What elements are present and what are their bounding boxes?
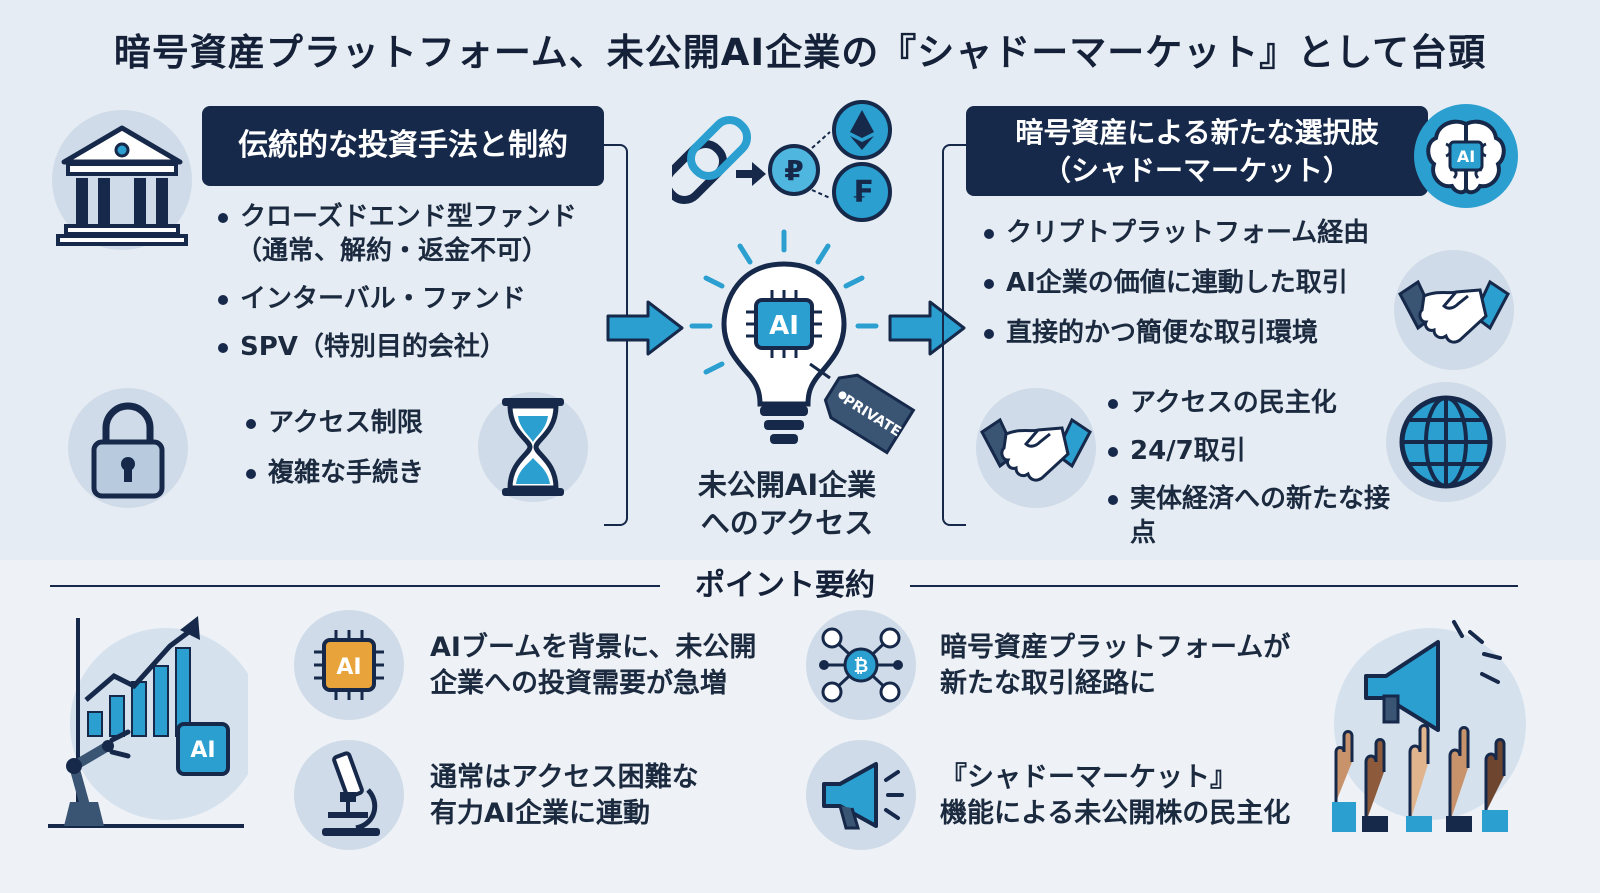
summary-section-background — [0, 560, 1600, 893]
summary-point-line1: AIブームを背景に、未公開 — [430, 632, 757, 663]
center-caption-line2: へのアクセス — [700, 506, 874, 540]
center-caption: 未公開AI企業 へのアクセス — [672, 466, 902, 542]
summary-point: 暗号資産プラットフォームが 新たな取引経路に — [940, 630, 1320, 702]
list-item-label: アクセスの民主化 — [1130, 388, 1337, 418]
ai-badge-label: AI — [1457, 147, 1475, 166]
microscope-icon — [322, 751, 380, 836]
summary-chip-label: AI — [190, 738, 215, 763]
lock-icon — [91, 402, 165, 499]
crypto-alternative-header: 暗号資産による新たな選択肢 （シャドーマーケット） — [966, 106, 1428, 196]
chain-link-icon — [672, 115, 752, 205]
ai-chip-icon: AI — [314, 630, 384, 700]
list-item-label: クローズドエンド型ファンド — [240, 202, 577, 232]
lock-icon-circle — [68, 388, 188, 508]
list-item-label: 24/7取引 — [1130, 436, 1246, 466]
crypto-alternative-list: クリプトプラットフォーム経由 AI企業の価値に連動した取引 直接的かつ簡便な取引… — [980, 216, 1400, 350]
arrow-right-icon — [606, 300, 684, 356]
small-arrow-icon — [736, 162, 766, 186]
crypto-network-icon: ₿ — [819, 627, 903, 703]
constraints-list: アクセス制限 複雑な手続き — [242, 406, 472, 490]
ai-brain-badge: AI — [1414, 104, 1518, 208]
ethereum-coin-icon — [832, 100, 892, 160]
arrow-right-icon — [888, 300, 966, 356]
summary-point-line2: 機能による未公開株の民主化 — [940, 798, 1291, 829]
currency-coin-icon: ₣ — [832, 162, 892, 222]
lightbulb-ai-icon: AI PRIVATE — [689, 229, 916, 455]
ai-chip-icon-circle: AI — [294, 610, 404, 720]
crypto-alternative-header-line2: （シャドーマーケット） — [1042, 154, 1351, 187]
list-item-label: クリプトプラットフォーム経由 — [1006, 218, 1370, 248]
handshake-icon-circle — [976, 388, 1096, 508]
summary-point-line1: 『シャドーマーケット』 — [940, 762, 1237, 793]
list-item-sublabel: （通常、解約・返金不可） — [236, 236, 549, 266]
summary-point-line2: 企業への投資需要が急増 — [430, 668, 727, 699]
center-caption-line1: 未公開AI企業 — [697, 468, 877, 502]
bank-icon — [56, 125, 188, 246]
list-item: SPV（特別目的会社） — [214, 330, 624, 364]
summary-point-line1: 暗号資産プラットフォームが — [940, 632, 1291, 663]
summary-divider-left — [50, 585, 660, 587]
list-item: クローズドエンド型ファンド （通常、解約・返金不可） — [214, 200, 624, 268]
list-item-label: 複雑な手続き — [268, 458, 425, 488]
summary-point-line2: 有力AI企業に連動 — [430, 798, 650, 829]
list-item: アクセスの民主化 — [1104, 386, 1414, 420]
globe-icon — [1399, 395, 1493, 489]
crowd-megaphone-icon — [1332, 620, 1526, 832]
handshake-icon — [980, 417, 1092, 482]
list-item-label: SPV（特別目的会社） — [240, 332, 506, 362]
list-item: AI企業の価値に連動した取引 — [980, 266, 1400, 300]
list-item-label: 直接的かつ簡便な取引環境 — [1006, 318, 1319, 348]
summary-divider-right — [910, 585, 1518, 587]
summary-point: 『シャドーマーケット』 機能による未公開株の民主化 — [940, 760, 1320, 832]
list-item: クリプトプラットフォーム経由 — [980, 216, 1400, 250]
growth-chart-robot-icon: AI — [48, 616, 248, 828]
traditional-methods-header: 伝統的な投資手法と制約 — [202, 106, 604, 186]
list-item: 24/7取引 — [1104, 434, 1414, 468]
list-item-label: インターバル・ファンド — [240, 284, 526, 314]
traditional-methods-list: クローズドエンド型ファンド （通常、解約・返金不可） インターバル・ファンド S… — [214, 200, 624, 364]
megaphone-icon — [822, 762, 904, 830]
handshake-icon-circle — [1394, 250, 1514, 370]
list-item: 実体経済への新たな接点 — [1104, 482, 1414, 550]
globe-icon-circle — [1386, 382, 1506, 502]
coin-icon: ₽ — [768, 144, 820, 196]
ai-chip-label: AI — [769, 311, 799, 341]
list-item: 直接的かつ簡便な取引環境 — [980, 316, 1400, 350]
svg-text:₽: ₽ — [784, 154, 803, 187]
list-item-label: アクセス制限 — [268, 408, 423, 438]
crypto-chain-icons: ₽ ₣ — [672, 100, 892, 222]
crypto-alternative-header-line1: 暗号資産による新たな選択肢 — [1015, 116, 1379, 149]
summary-heading: ポイント要約 — [695, 568, 875, 603]
hourglass-icon — [502, 398, 564, 496]
summary-point-line2: 新たな取引経路に — [940, 668, 1156, 699]
crypto-network-icon-circle: ₿ — [806, 610, 916, 720]
summary-point: 通常はアクセス困難な 有力AI企業に連動 — [430, 760, 770, 832]
list-item: インターバル・ファンド — [214, 282, 624, 316]
svg-text:₿: ₿ — [854, 656, 869, 677]
svg-text:₣: ₣ — [852, 175, 873, 210]
bank-icon-circle — [52, 110, 192, 250]
summary-chip-label: AI — [336, 655, 361, 680]
list-item: アクセス制限 — [242, 406, 472, 440]
handshake-icon — [1398, 279, 1510, 344]
crypto-benefits-list: アクセスの民主化 24/7取引 実体経済への新たな接点 — [1104, 386, 1414, 550]
microscope-icon-circle — [294, 740, 404, 850]
list-item: 複雑な手続き — [242, 456, 472, 490]
right-panel-bracket — [942, 144, 966, 526]
brain-icon: AI — [1426, 119, 1506, 195]
summary-point: AIブームを背景に、未公開 企業への投資需要が急増 — [430, 630, 770, 702]
list-item-label: AI企業の価値に連動した取引 — [1006, 268, 1348, 298]
summary-point-line1: 通常はアクセス困難な — [430, 762, 699, 793]
list-item-label: 実体経済への新たな接点 — [1130, 484, 1391, 548]
page-title: 暗号資産プラットフォーム、未公開AI企業の『シャドーマーケット』として台頭 — [113, 31, 1487, 74]
hourglass-icon-circle — [478, 392, 588, 502]
megaphone-icon-circle — [806, 740, 916, 850]
